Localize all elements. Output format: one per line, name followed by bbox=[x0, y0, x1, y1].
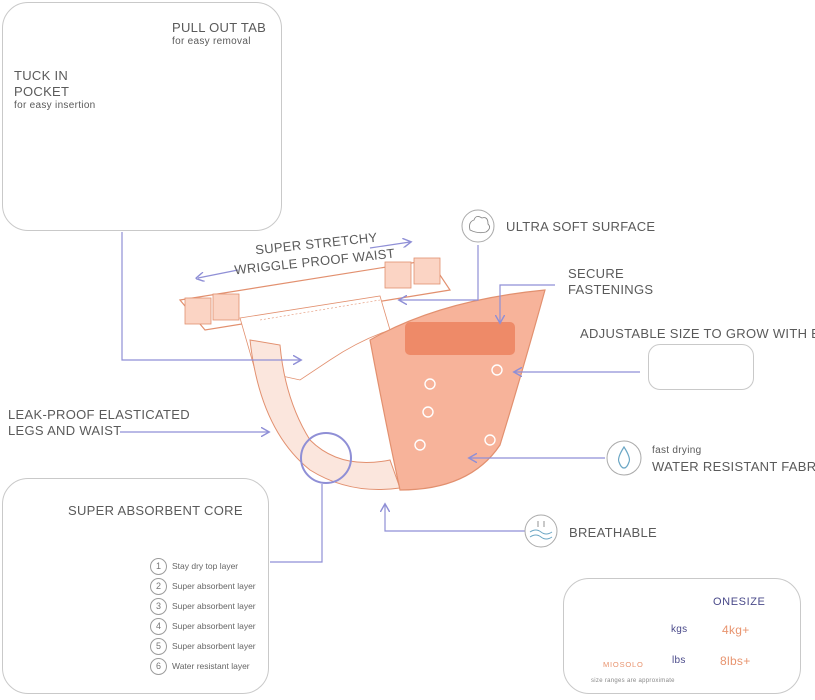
tuck-in-label-line2: POCKET bbox=[14, 84, 70, 99]
secure-label-line2: FASTENINGS bbox=[568, 282, 654, 297]
layer-number: 2 bbox=[150, 578, 167, 595]
absorbent-core-label: SUPER ABSORBENT CORE bbox=[68, 503, 243, 518]
pull-out-tab-label: PULL OUT TAB bbox=[172, 20, 267, 35]
layer-label: Super absorbent layer bbox=[172, 641, 256, 651]
layer-number: 5 bbox=[150, 638, 167, 655]
water-drop-icon bbox=[606, 440, 642, 476]
layer-label: Water resistant layer bbox=[172, 661, 250, 671]
secure-label-line1: SECURE bbox=[568, 266, 624, 281]
brand-name: MIOSOLO bbox=[603, 660, 644, 669]
pocket-detail-panel bbox=[2, 2, 282, 231]
tuck-in-sublabel: for easy insertion bbox=[14, 100, 96, 111]
layer-label: Super absorbent layer bbox=[172, 601, 256, 611]
water-resistant-label: WATER RESISTANT FABRIC bbox=[652, 459, 815, 474]
ultra-soft-icon bbox=[461, 209, 495, 243]
layer-label: Stay dry top layer bbox=[172, 561, 239, 571]
value-lbs: 8lbs+ bbox=[720, 654, 751, 668]
adjustable-label: ADJUSTABLE SIZE TO GROW WITH BABY bbox=[580, 326, 815, 341]
leak-proof-label-line2: LEGS AND WAIST bbox=[8, 423, 122, 438]
adjustable-size-panel bbox=[648, 344, 754, 390]
breathable-label: BREATHABLE bbox=[569, 525, 658, 540]
breathable-icon bbox=[524, 514, 558, 548]
pull-out-tab-sublabel: for easy removal bbox=[172, 36, 251, 47]
main-diaper-illustration bbox=[178, 257, 546, 491]
layer-number: 3 bbox=[150, 598, 167, 615]
core-detail-panel bbox=[2, 478, 269, 694]
ultra-soft-label: ULTRA SOFT SURFACE bbox=[506, 219, 656, 234]
tuck-in-label-line1: TUCK IN bbox=[14, 68, 69, 83]
layer-number: 4 bbox=[150, 618, 167, 635]
value-kgs: 4kg+ bbox=[722, 623, 750, 637]
size-note: size ranges are approximate bbox=[591, 678, 675, 684]
size-table-panel bbox=[563, 578, 801, 694]
layer-number: 1 bbox=[150, 558, 167, 575]
layer-label: Super absorbent layer bbox=[172, 621, 256, 631]
layer-number: 6 bbox=[150, 658, 167, 675]
leak-proof-label-line1: LEAK-PROOF ELASTICATED bbox=[8, 407, 190, 422]
unit-lbs: lbs bbox=[672, 655, 686, 666]
unit-kgs: kgs bbox=[671, 624, 688, 635]
fast-drying-label: fast drying bbox=[652, 445, 702, 456]
layer-label: Super absorbent layer bbox=[172, 581, 256, 591]
size-header: ONESIZE bbox=[713, 596, 766, 608]
